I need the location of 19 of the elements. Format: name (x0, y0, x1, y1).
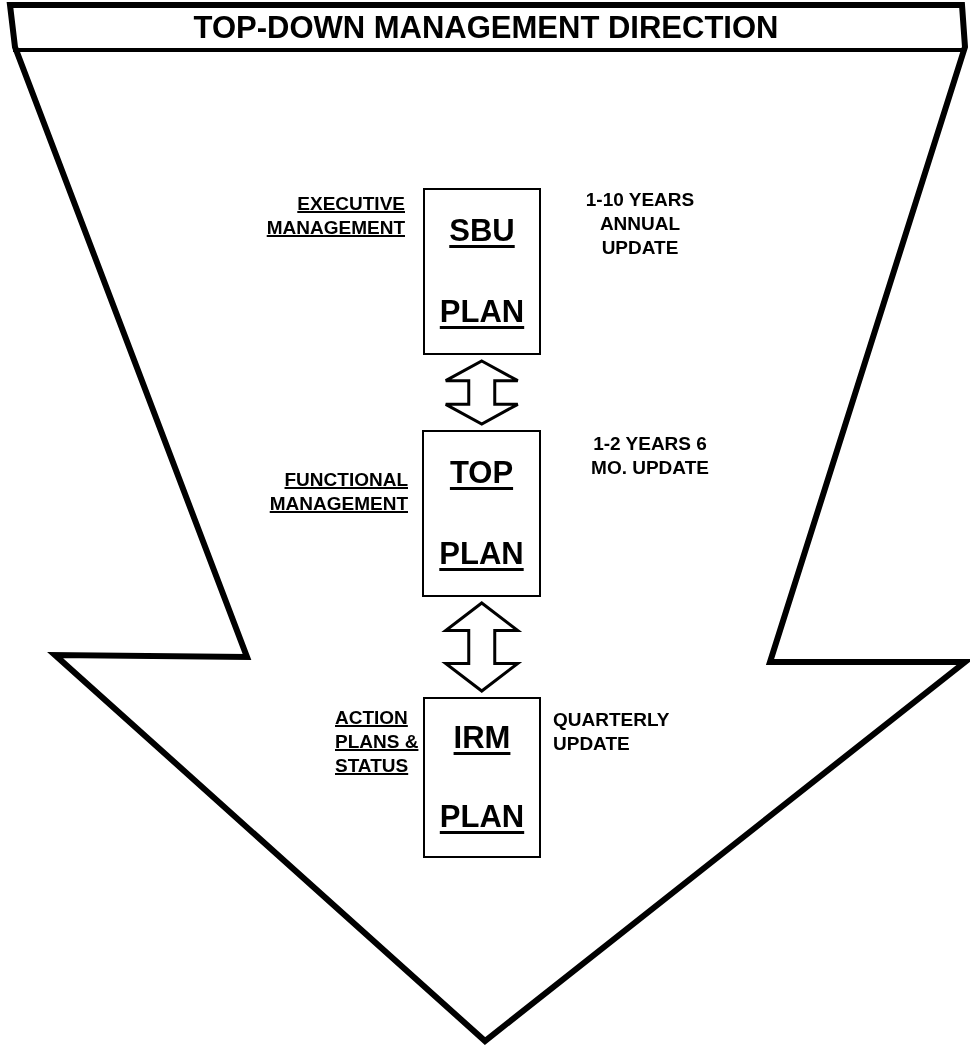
update-note: 1-2 YEARS 6 MO. UPDATE (590, 432, 710, 480)
down-arrow-shape (5, 3, 967, 1043)
level-label: FUNCTIONAL MANAGEMENT (268, 468, 408, 516)
level-label: EXECUTIVE MANAGEMENT (265, 192, 405, 240)
double-arrow (444, 359, 520, 426)
box-label: SBU (449, 213, 515, 248)
level-label: ACTION PLANS & STATUS (335, 706, 419, 778)
plan-box (423, 697, 541, 858)
heading: TOP-DOWN MANAGEMENT DIRECTION (193, 12, 779, 43)
box-label: PLAN (439, 799, 525, 834)
box-label: TOP (449, 455, 514, 490)
plan-box (422, 430, 541, 597)
box-label: IRM (453, 721, 511, 756)
box-label: PLAN (439, 537, 524, 572)
box-label: PLAN (439, 295, 525, 330)
update-note: QUARTERLY UPDATE (553, 708, 671, 756)
plan-box (423, 188, 541, 355)
update-note: 1-10 YEARS ANNUAL UPDATE (584, 188, 696, 260)
double-arrow (441, 601, 523, 693)
